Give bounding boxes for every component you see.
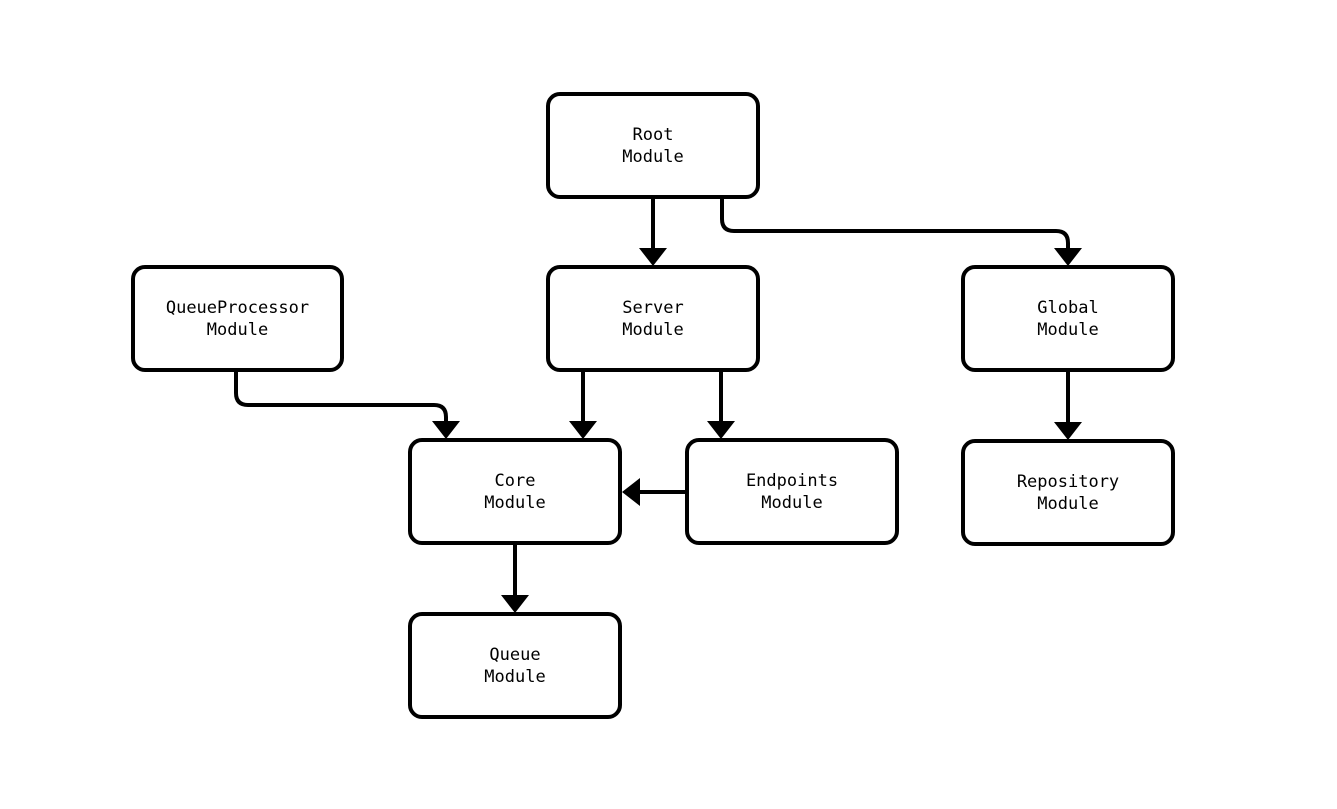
node-box-server[interactable]: [546, 265, 760, 372]
arrow-head-icon: [569, 421, 597, 439]
edge-line: [234, 370, 448, 425]
node-box-repository[interactable]: [961, 439, 1175, 546]
node-box-queueprocessor[interactable]: [131, 265, 344, 372]
edge-global-to-repository: [1054, 370, 1082, 440]
arrow-head-icon: [639, 248, 667, 266]
edge-line: [720, 197, 1070, 252]
edge-endpoints-to-core: [622, 478, 687, 506]
edge-server-to-core: [569, 370, 597, 439]
nodes-layer: [131, 92, 1175, 719]
arrow-head-icon: [1054, 422, 1082, 440]
edges-layer: [234, 197, 1082, 613]
edge-queueprocessor-to-core: [234, 370, 460, 439]
arrow-head-icon: [501, 595, 529, 613]
edge-root-to-server: [639, 197, 667, 266]
edge-core-to-queue: [501, 543, 529, 613]
node-box-endpoints[interactable]: [685, 438, 899, 545]
node-box-core[interactable]: [408, 438, 622, 545]
arrow-head-icon: [432, 421, 460, 439]
node-box-queue[interactable]: [408, 612, 622, 719]
arrow-head-icon: [707, 421, 735, 439]
arrow-head-icon: [622, 478, 640, 506]
edge-server-to-endpoints: [707, 370, 735, 439]
node-box-root[interactable]: [546, 92, 760, 199]
arrow-head-icon: [1054, 248, 1082, 266]
node-box-global[interactable]: [961, 265, 1175, 372]
edge-root-to-global: [720, 197, 1082, 266]
